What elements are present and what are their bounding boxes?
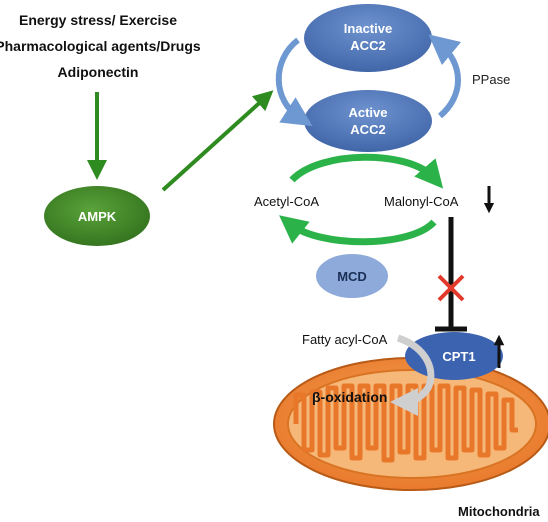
ppase-label: PPase (472, 72, 510, 87)
mitochondria-cristae (293, 383, 518, 463)
stimulus-pharmacological: Pharmacological agents/Drugs (0, 38, 201, 54)
mcd-node: MCD (316, 254, 388, 298)
arrow-fatty-acyl-transport (390, 334, 435, 416)
cpt1-label: CPT1 (442, 349, 475, 364)
blocked-cross-icon (437, 274, 465, 302)
inactive-acc2-line1: Inactive (344, 21, 392, 36)
acetyl-coa-label: Acetyl-CoA (254, 194, 319, 209)
arrow-acetyl-to-malonyl (289, 153, 444, 189)
beta-oxidation-label: β-oxidation (312, 389, 387, 405)
mcd-label: MCD (337, 269, 367, 284)
mitochondrion (273, 357, 548, 491)
arrow-inactive-to-active (275, 37, 313, 127)
cpt1-node: CPT1 (405, 332, 503, 380)
active-acc2-line2: ACC2 (350, 122, 385, 137)
inactive-acc2-node: Inactive ACC2 (304, 4, 432, 72)
arrow-malonyl-to-acetyl (279, 215, 437, 246)
active-acc2-node: Active ACC2 (304, 90, 432, 152)
ampk-node: AMPK (44, 186, 150, 246)
ampk-label: AMPK (78, 209, 117, 224)
fatty-acyl-coa-label: Fatty acyl-CoA (302, 332, 388, 347)
malonyl-coa-label: Malonyl-CoA (384, 194, 459, 209)
stimulus-energy-stress: Energy stress/ Exercise (19, 12, 177, 28)
stimuli-text: Energy stress/ Exercise Pharmacological … (0, 12, 201, 80)
arrow-active-to-inactive (428, 34, 462, 119)
mitochondria-label: Mitochondria (458, 504, 540, 519)
arrow-ampk-to-acc2 (161, 90, 274, 192)
inactive-acc2-line2: ACC2 (350, 38, 385, 53)
stimulus-adiponectin: Adiponectin (58, 64, 139, 80)
active-acc2-line1: Active (348, 105, 387, 120)
